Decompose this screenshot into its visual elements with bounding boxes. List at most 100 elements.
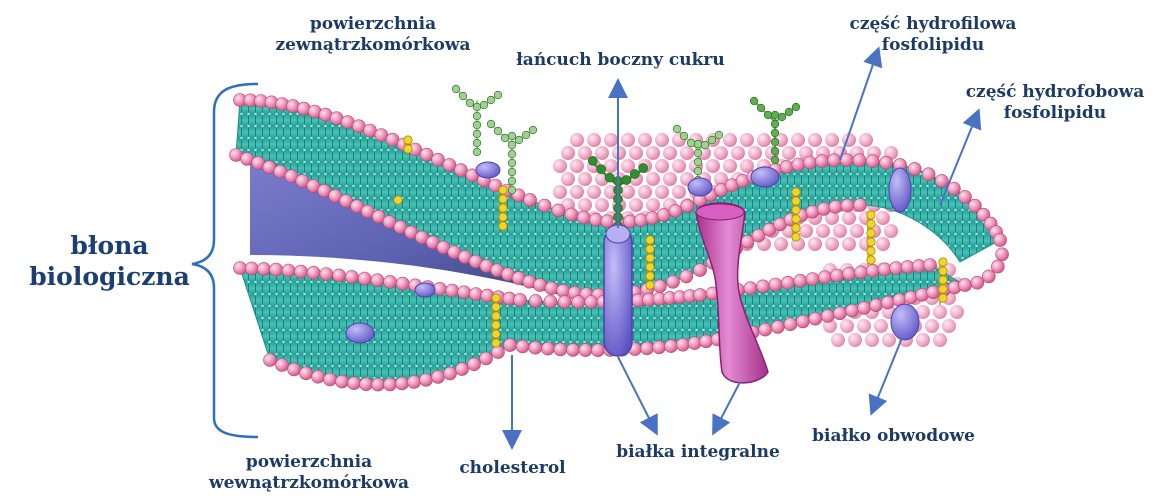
cholesterol-bead [867, 220, 875, 228]
phospholipid-head [384, 275, 397, 288]
cholesterol-bead [792, 215, 800, 223]
background-head [950, 305, 964, 319]
phospholipid-head [769, 278, 782, 291]
phospholipid-head [444, 367, 457, 380]
background-head [842, 211, 856, 225]
label-outer-surface: powierzchnia zewnątrzkomórkowa [258, 14, 488, 56]
background-head [842, 237, 856, 251]
background-head [933, 333, 947, 347]
background-head [680, 146, 694, 160]
phospholipid-head [567, 343, 580, 356]
phospholipid-head [809, 312, 822, 325]
phospholipid-head [982, 270, 995, 283]
phospholipid-head [454, 164, 467, 177]
phospholipid-head [935, 174, 948, 187]
label-membrane-line2: biologiczna [22, 261, 197, 292]
phospholipid-head [854, 199, 867, 212]
background-head [884, 224, 898, 238]
phospholipid-head [821, 310, 834, 323]
phospholipid-head [688, 337, 701, 350]
background-head [655, 133, 669, 147]
background-head [570, 185, 584, 199]
cholesterol-bead [867, 247, 875, 255]
phospholipid-head [307, 266, 320, 279]
background-head [621, 133, 635, 147]
arrow-integral-2 [714, 382, 740, 432]
cholesterol-bead [646, 263, 654, 271]
phospholipid-head [480, 352, 493, 365]
phospholipid-head [446, 284, 459, 297]
background-head [655, 159, 669, 173]
phospholipid-head [904, 291, 917, 304]
phospholipid-head [565, 208, 578, 221]
background-head [723, 133, 737, 147]
arrow-integral-1 [618, 357, 656, 432]
label-hydrophobic-line1: część hydrofobowa [950, 82, 1160, 103]
cholesterol-bead [646, 254, 654, 262]
phospholipid-head [312, 370, 325, 383]
phospholipid-head [282, 264, 295, 277]
phospholipid-head [577, 211, 590, 224]
background-head [621, 185, 635, 199]
background-head [774, 237, 788, 251]
label-hydrophilic: część hydrofilowa fosfolipidu [838, 14, 1028, 56]
phospholipid-head [432, 370, 445, 383]
phospholipid-head [771, 320, 784, 333]
background-head [808, 133, 822, 147]
background-head [833, 224, 847, 238]
cholesterol-bead [939, 276, 947, 284]
cholesterol-bead [867, 229, 875, 237]
phospholipid-head [257, 262, 270, 275]
cholesterol-bead [499, 213, 507, 221]
phospholipid-head [358, 272, 371, 285]
background-head [748, 146, 762, 160]
phospholipid-head [924, 259, 937, 272]
phospholipid-head [922, 168, 935, 181]
cholesterol-bead [646, 245, 654, 253]
cholesterol-bead [792, 206, 800, 214]
phospholipid-head [829, 200, 842, 213]
background-head [553, 159, 567, 173]
phospholipid-head [908, 162, 921, 175]
label-hydrophilic-line1: część hydrofilowa [838, 14, 1028, 35]
background-head [655, 185, 669, 199]
background-head [553, 185, 567, 199]
cholesterol-bead [939, 294, 947, 302]
phospholipid-head [481, 289, 494, 302]
background-head [850, 224, 864, 238]
phospholipid-head [320, 268, 333, 281]
label-membrane-line1: błona [22, 230, 197, 261]
phospholipid-head [585, 296, 598, 309]
glycan-chain [452, 85, 502, 156]
phospholipid-head [469, 288, 482, 301]
phospholipid-head [591, 344, 604, 357]
background-head [740, 133, 754, 147]
cholesterol-bead [792, 224, 800, 232]
phospholipid-head [579, 344, 592, 357]
phospholipid-head [694, 289, 707, 302]
phospholipid-head [846, 304, 859, 317]
background-head [561, 146, 575, 160]
phospholipid-head [420, 148, 433, 161]
phospholipid-head [324, 373, 337, 386]
background-head [848, 333, 862, 347]
background-head [561, 172, 575, 186]
arrow-peripheral [872, 338, 902, 412]
phospholipid-head [744, 282, 757, 295]
phospholipid-head [492, 346, 505, 359]
background-head [808, 237, 822, 251]
cholesterol-bead [499, 186, 507, 194]
phospholipid-head [514, 294, 527, 307]
background-head [570, 133, 584, 147]
background-head [859, 133, 873, 147]
phospholipid-head [959, 190, 972, 203]
phospholipid-head [780, 160, 793, 173]
phospholipid-head [665, 340, 678, 353]
small-protein [415, 283, 435, 297]
phospholipid-head [806, 205, 819, 218]
phospholipid-head [333, 269, 346, 282]
phospholipid-head [828, 154, 841, 167]
phospholipid-head [781, 276, 794, 289]
background-head [578, 198, 592, 212]
